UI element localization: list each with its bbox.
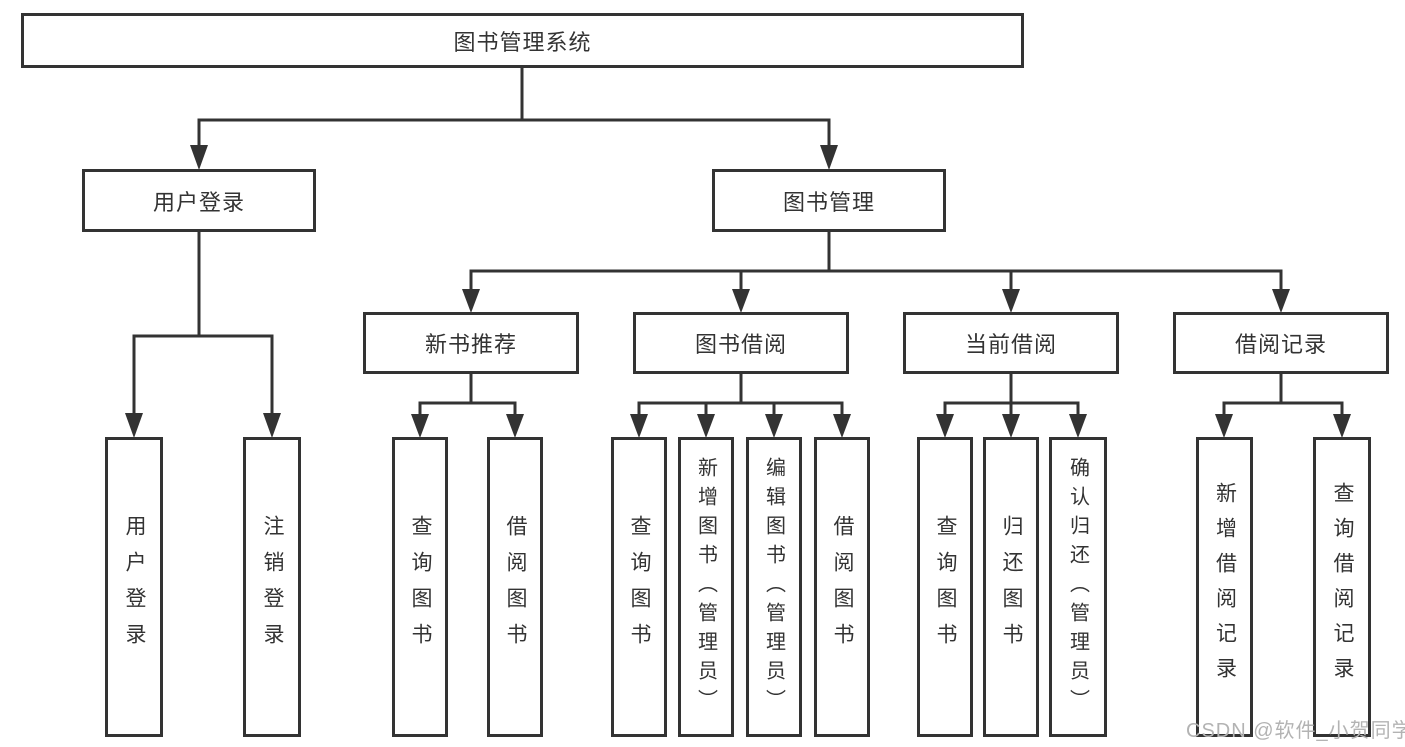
leaf-query-borrow-record-label: 查询借阅记录	[1331, 482, 1354, 692]
node-book-management-label: 图书管理	[782, 189, 875, 215]
node-book-borrow-label: 图书借阅	[694, 332, 787, 357]
node-new-book-recommend: 新书推荐	[363, 312, 579, 374]
leaf-query-books-borrow-label: 查询图书	[628, 515, 651, 659]
node-user-login: 用户登录	[82, 169, 316, 232]
leaf-add-borrow-record: 新增借阅记录	[1196, 437, 1253, 737]
leaf-borrow-books-label: 借阅图书	[831, 515, 854, 659]
leaf-query-books-recommend-label: 查询图书	[409, 515, 432, 659]
leaf-borrow-books-recommend-label: 借阅图书	[504, 515, 527, 659]
leaf-confirm-return-admin-label: 确认归还（管理员）	[1066, 456, 1089, 718]
leaf-borrow-books: 借阅图书	[814, 437, 870, 737]
node-book-management: 图书管理	[712, 169, 946, 232]
node-new-book-recommend-label: 新书推荐	[424, 332, 517, 357]
leaf-user-login: 用户登录	[105, 437, 163, 737]
leaf-borrow-books-recommend: 借阅图书	[487, 437, 543, 737]
watermark: CSDN @软件_小贺同学	[1186, 720, 1405, 742]
leaf-add-books-admin-label: 新增图书（管理员）	[694, 456, 717, 718]
leaf-query-books-borrow: 查询图书	[611, 437, 667, 737]
leaf-query-books-current: 查询图书	[917, 437, 973, 737]
leaf-return-books-label: 归还图书	[1000, 515, 1023, 659]
leaf-query-books-current-label: 查询图书	[934, 515, 957, 659]
leaf-user-login-label: 用户登录	[123, 515, 146, 659]
leaf-logout: 注销登录	[243, 437, 301, 737]
leaf-add-borrow-record-label: 新增借阅记录	[1213, 482, 1237, 692]
leaf-edit-books-admin-label: 编辑图书（管理员）	[762, 456, 785, 718]
leaf-query-books-recommend: 查询图书	[392, 437, 448, 737]
node-borrow-records-label: 借阅记录	[1234, 332, 1327, 357]
node-user-login-label: 用户登录	[152, 189, 245, 215]
leaf-edit-books-admin: 编辑图书（管理员）	[746, 437, 802, 737]
leaf-confirm-return-admin: 确认归还（管理员）	[1049, 437, 1107, 737]
leaf-query-borrow-record: 查询借阅记录	[1313, 437, 1371, 737]
node-borrow-records: 借阅记录	[1173, 312, 1389, 374]
leaf-logout-label: 注销登录	[261, 515, 284, 659]
leaf-add-books-admin: 新增图书（管理员）	[678, 437, 734, 737]
node-current-borrow-label: 当前借阅	[964, 332, 1057, 357]
node-book-borrow: 图书借阅	[633, 312, 849, 374]
node-library-system: 图书管理系统	[21, 13, 1024, 68]
node-current-borrow: 当前借阅	[903, 312, 1119, 374]
node-library-system-label: 图书管理系统	[453, 29, 592, 55]
leaf-return-books: 归还图书	[983, 437, 1039, 737]
